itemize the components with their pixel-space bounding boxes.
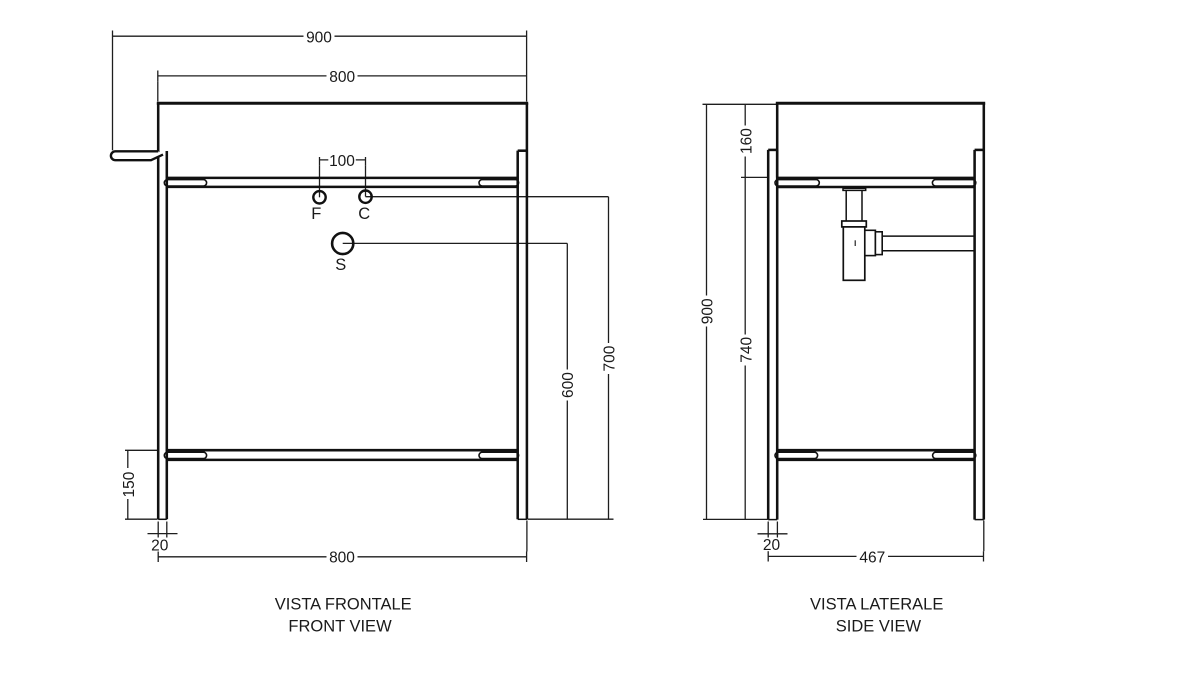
svg-text:20: 20 [151,538,169,555]
svg-text:S: S [335,256,346,274]
svg-text:VISTA FRONTALE: VISTA FRONTALE [275,596,412,614]
svg-text:800: 800 [329,550,355,567]
svg-text:900: 900 [306,29,332,46]
svg-text:VISTA LATERALE: VISTA LATERALE [810,596,943,614]
svg-text:C: C [358,205,370,223]
svg-text:900: 900 [700,298,717,324]
svg-text:740: 740 [739,336,756,362]
svg-text:800: 800 [329,69,355,86]
svg-text:FRONT VIEW: FRONT VIEW [288,618,392,636]
svg-text:150: 150 [121,471,138,497]
svg-text:600: 600 [560,372,577,398]
svg-text:700: 700 [602,345,619,371]
svg-text:100: 100 [329,153,355,170]
svg-text:467: 467 [859,549,885,566]
svg-text:SIDE VIEW: SIDE VIEW [836,618,922,636]
svg-text:160: 160 [738,128,755,154]
svg-text:F: F [311,205,321,223]
svg-text:20: 20 [763,537,781,554]
